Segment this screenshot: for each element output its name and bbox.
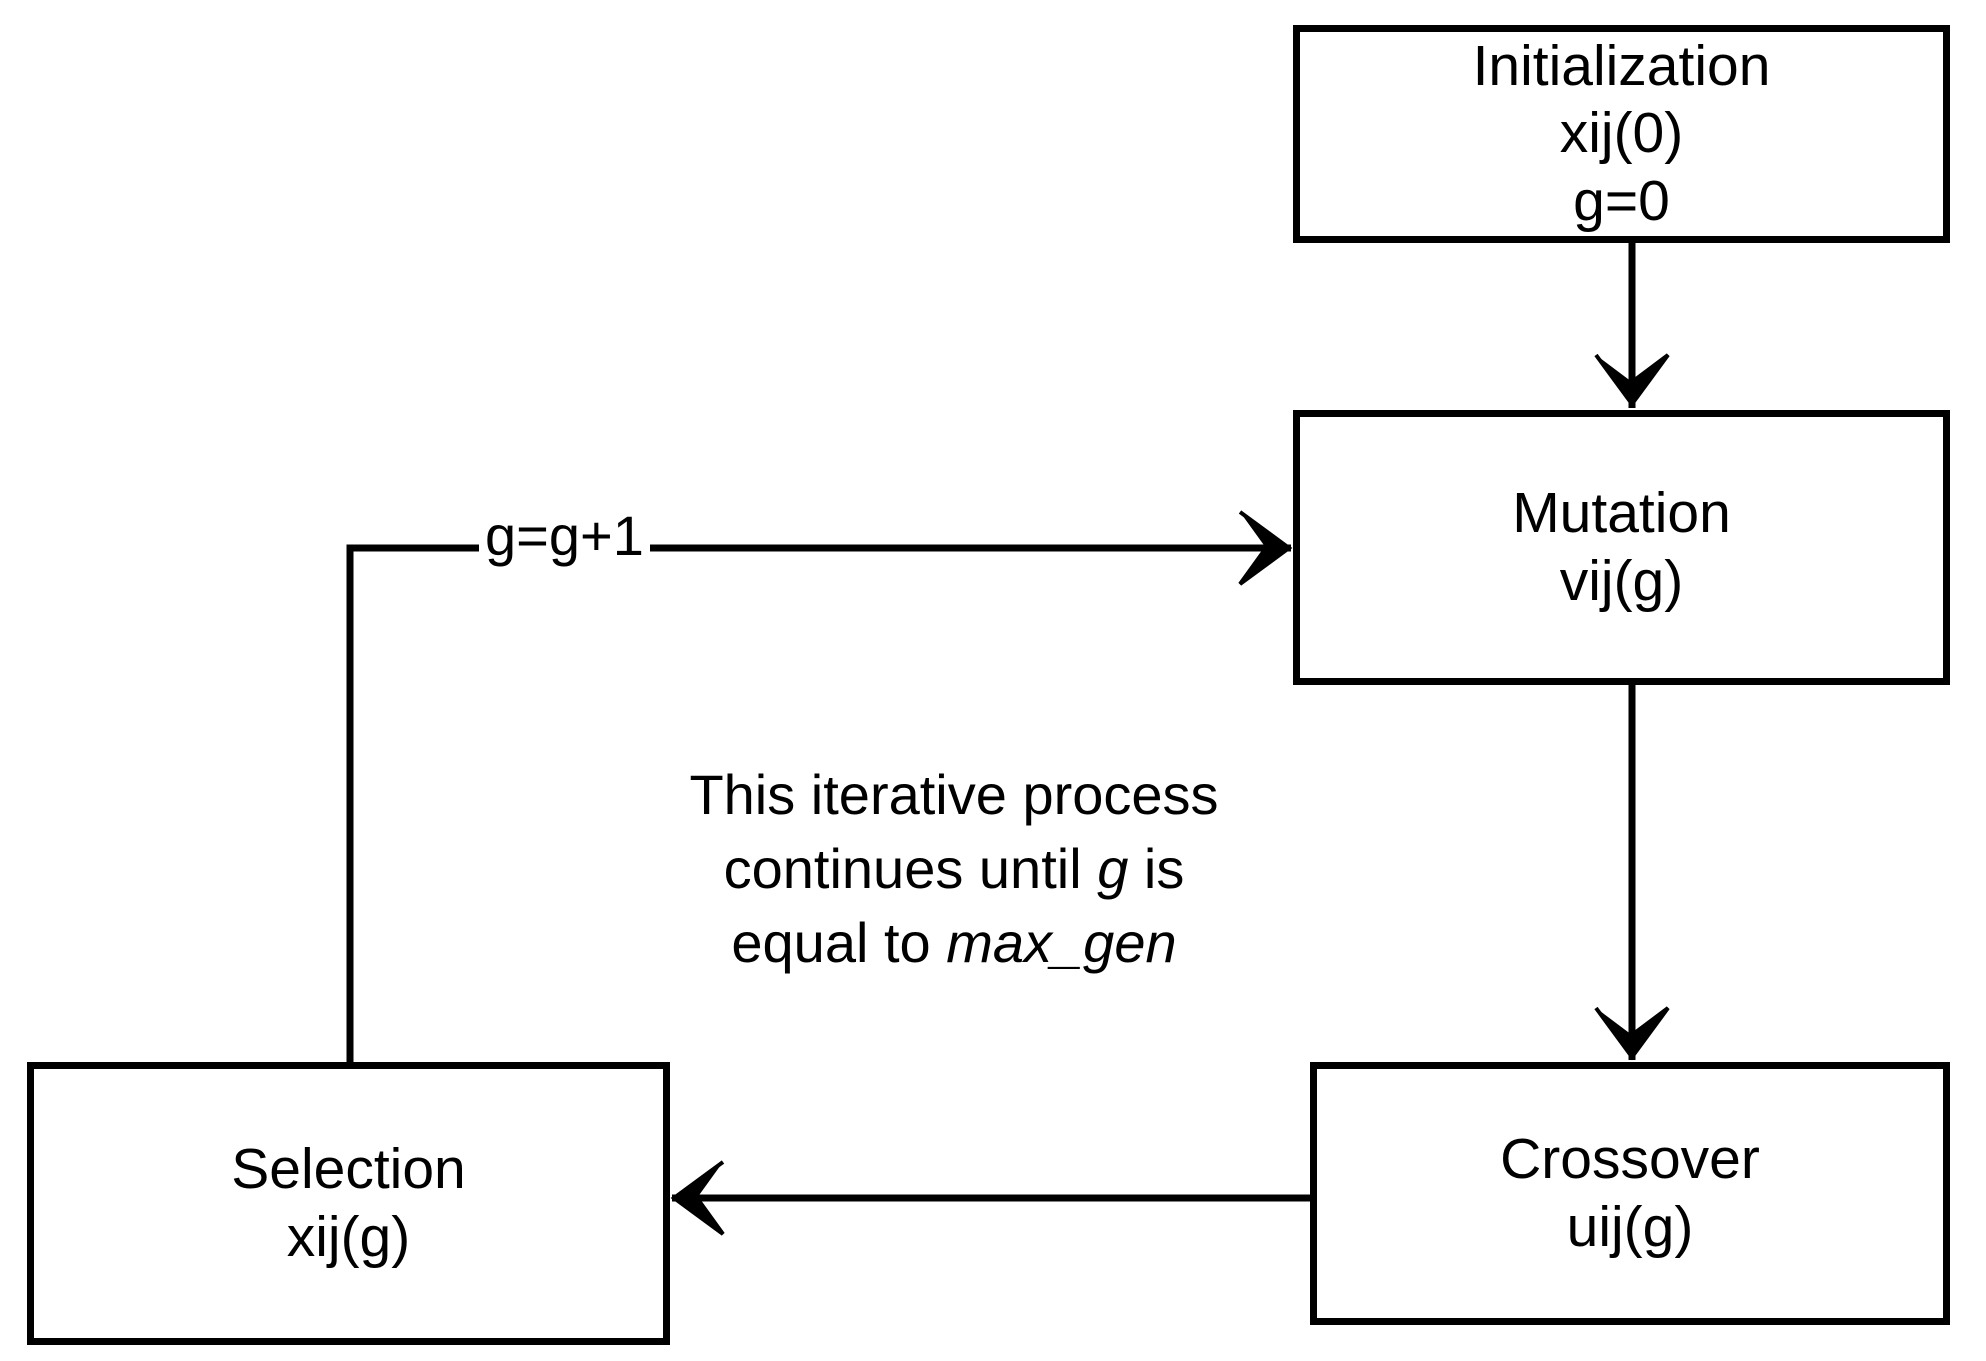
node-crossover-line-2: uij(g): [1566, 1194, 1694, 1259]
edge-selection-to-mutation: [346, 510, 1293, 1062]
annotation-line-1-text: This iterative process: [689, 763, 1219, 826]
annotation-line-2-suffix: is: [1128, 836, 1185, 900]
annotation-line-2: continues until g is: [618, 832, 1290, 906]
annotation-line-1: This iterative process: [618, 758, 1290, 832]
node-initialization[interactable]: Initialization xij(0) g=0: [1293, 25, 1950, 243]
node-crossover-line-1: Crossover: [1500, 1127, 1760, 1192]
edge-label-g-increment: g=g+1: [479, 508, 650, 564]
node-crossover[interactable]: Crossover uij(g): [1310, 1062, 1950, 1325]
annotation-line-3-prefix: equal to: [731, 910, 947, 974]
annotation-line-3: equal to max_gen: [618, 906, 1290, 980]
annotation-var-max-gen: max_gen: [946, 910, 1177, 974]
node-mutation-line-1: Mutation: [1512, 481, 1731, 546]
annotation-text: This iterative process continues until g…: [618, 758, 1290, 980]
node-selection[interactable]: Selection xij(g): [27, 1062, 670, 1345]
node-mutation[interactable]: Mutation vij(g): [1293, 410, 1950, 685]
node-initialization-line-2: xij(0): [1559, 101, 1684, 166]
node-initialization-line-3: g=0: [1573, 168, 1670, 233]
annotation-var-g: g: [1097, 836, 1129, 900]
node-selection-line-2: xij(g): [286, 1204, 411, 1269]
edge-crossover-to-selection: [670, 1160, 1310, 1236]
node-mutation-line-2: vij(g): [1559, 548, 1684, 613]
edge-mutation-to-crossover: [1594, 685, 1670, 1061]
edge-init-to-mutation: [1594, 243, 1670, 408]
node-initialization-line-1: Initialization: [1472, 34, 1771, 99]
annotation-line-2-prefix: continues until: [723, 836, 1098, 900]
node-selection-line-1: Selection: [231, 1137, 466, 1202]
